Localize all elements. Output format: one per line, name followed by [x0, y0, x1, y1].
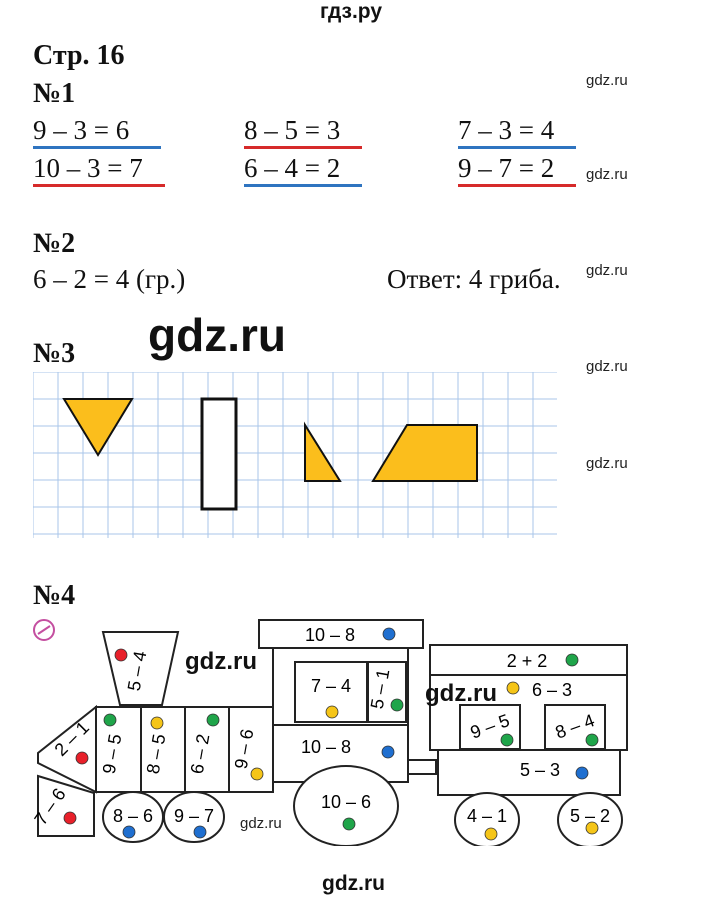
rectangle-figure — [200, 397, 238, 511]
site-title: гдз.ру — [320, 0, 383, 23]
triangle-figure — [62, 398, 134, 457]
blue-dot — [575, 766, 589, 780]
cab-roof-label: 10 – 8 — [305, 625, 355, 645]
page-title: Стр. 16 — [33, 40, 125, 71]
wheel1-label: 8 – 6 — [113, 806, 153, 826]
wagon-mid-label: 6 – 3 — [532, 680, 572, 700]
green-dot — [206, 713, 220, 727]
yellow-dot — [484, 827, 498, 841]
watermark-bottom: gdz.ru — [322, 872, 385, 895]
task1-label: №1 — [33, 78, 76, 109]
watermark-4: gdz.ru — [586, 358, 628, 375]
watermark-1: gdz.ru — [586, 72, 628, 89]
equation-6: 9 – 7 = 2 — [458, 153, 555, 183]
equation-5: 6 – 4 = 2 — [244, 153, 341, 183]
right-triangle-figure — [304, 421, 342, 482]
wheel2-label: 9 – 7 — [174, 806, 214, 826]
cab-lower-label: 10 – 8 — [301, 737, 351, 757]
green-dot — [103, 713, 117, 727]
wheel4-label: 5 – 2 — [570, 806, 610, 826]
yellow-dot — [150, 716, 164, 730]
equation-2: 8 – 5 = 3 — [244, 115, 341, 145]
underline-3 — [458, 146, 576, 149]
blue-dot — [382, 627, 396, 641]
watermark-6: gdz.ru — [185, 648, 257, 675]
red-dot — [63, 811, 77, 825]
equation-3: 7 – 3 = 4 — [458, 115, 555, 145]
green-dot — [585, 733, 599, 747]
equation-4: 10 – 3 = 7 — [33, 153, 143, 183]
red-dot — [114, 648, 128, 662]
red-dot — [75, 751, 89, 765]
green-dot — [390, 698, 404, 712]
task3-label: №3 — [33, 338, 76, 369]
blue-dot — [193, 825, 207, 839]
blue-dot — [381, 745, 395, 759]
watermark-2: gdz.ru — [586, 166, 628, 183]
grid-figures — [33, 372, 557, 538]
task2-solution: 6 – 2 = 4 (гр.) — [33, 264, 186, 294]
green-dot — [500, 733, 514, 747]
watermark-3: gdz.ru — [586, 262, 628, 279]
blue-dot — [122, 825, 136, 839]
underline-4 — [33, 184, 165, 187]
train-picture: 5 – 4 10 – 8 7 – 4 5 – 1 10 – 8 2 – 1 7 … — [30, 619, 628, 846]
watermark-7: gdz.ru — [425, 680, 497, 707]
equation-1: 9 – 3 = 6 — [33, 115, 130, 145]
watermark-8: gdz.ru — [240, 815, 282, 832]
task2-label: №2 — [33, 228, 76, 259]
cab-window-label: 7 – 4 — [311, 676, 351, 696]
yellow-dot — [585, 821, 599, 835]
underline-6 — [458, 184, 576, 187]
yellow-dot — [250, 767, 264, 781]
task4-label: №4 — [33, 580, 76, 611]
yellow-dot — [325, 705, 339, 719]
underline-5 — [244, 184, 362, 187]
green-dot — [565, 653, 579, 667]
yellow-dot — [506, 681, 520, 695]
pencil-icon — [33, 619, 55, 641]
big-wheel-label: 10 – 6 — [321, 792, 371, 812]
underline-2 — [244, 146, 362, 149]
underline-1 — [33, 146, 161, 149]
watermark-big: gdz.ru — [148, 309, 286, 361]
wagon-top-label: 2 + 2 — [507, 651, 548, 671]
wheel3-label: 4 – 1 — [467, 806, 507, 826]
task2-answer: Ответ: 4 гриба. — [387, 264, 561, 294]
trapezoid-figure — [371, 424, 478, 482]
watermark-5: gdz.ru — [586, 455, 628, 472]
green-dot — [342, 817, 356, 831]
wagon-bottom-label: 5 – 3 — [520, 760, 560, 780]
